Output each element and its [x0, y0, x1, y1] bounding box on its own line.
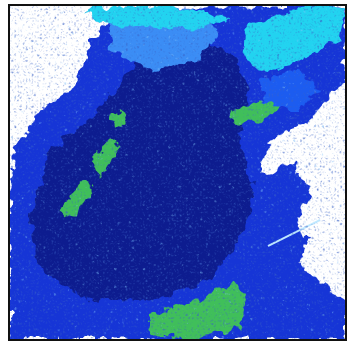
speckle-light [10, 6, 345, 339]
radar-echo-layer [10, 6, 345, 339]
